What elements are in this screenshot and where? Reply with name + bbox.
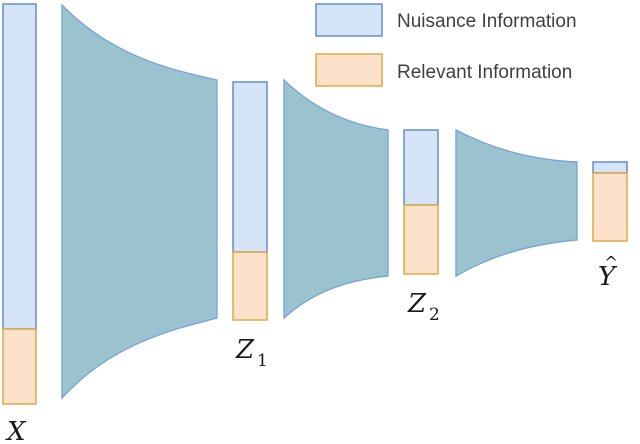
bar-x-nuisance (2, 3, 37, 330)
legend-nuisance-label: Nuisance Information (397, 11, 577, 32)
bar-z2-nuisance (403, 129, 439, 206)
bar-z1-nuisance (232, 81, 268, 253)
label-x: X (5, 417, 27, 444)
legend-relevant-swatch (315, 53, 383, 87)
bar-x (2, 3, 37, 405)
label-y-hat-accent: ^ (604, 253, 618, 273)
label-z1: Z 1 (235, 335, 268, 371)
label-z1-subscript: 1 (257, 351, 268, 371)
funnel-z2-to-y (455, 128, 578, 278)
bar-x-relevant (2, 328, 37, 405)
bar-y-hat-relevant (592, 172, 628, 242)
label-z2-text: Z (407, 289, 427, 319)
bar-y-hat-nuisance (592, 161, 628, 174)
label-x-text: X (5, 417, 27, 444)
funnel-z1-to-z2 (283, 78, 389, 320)
label-y-hat-text: Y (598, 262, 618, 292)
label-z1-text: Z (235, 335, 255, 365)
legend-nuisance-swatch (315, 3, 383, 37)
bar-z1 (232, 81, 268, 321)
bar-z2-relevant (403, 204, 439, 275)
funnel-x-to-z1 (61, 3, 218, 400)
bar-y-hat (592, 161, 628, 242)
bar-z1-relevant (232, 251, 268, 321)
label-y-hat: Y ^ (598, 253, 618, 292)
bar-z2 (403, 129, 439, 275)
legend-relevant-label: Relevant Information (397, 62, 572, 83)
legend: Nuisance Information Relevant Informatio… (315, 3, 577, 87)
label-z2-subscript: 2 (429, 305, 440, 325)
label-z2: Z 2 (407, 289, 440, 325)
